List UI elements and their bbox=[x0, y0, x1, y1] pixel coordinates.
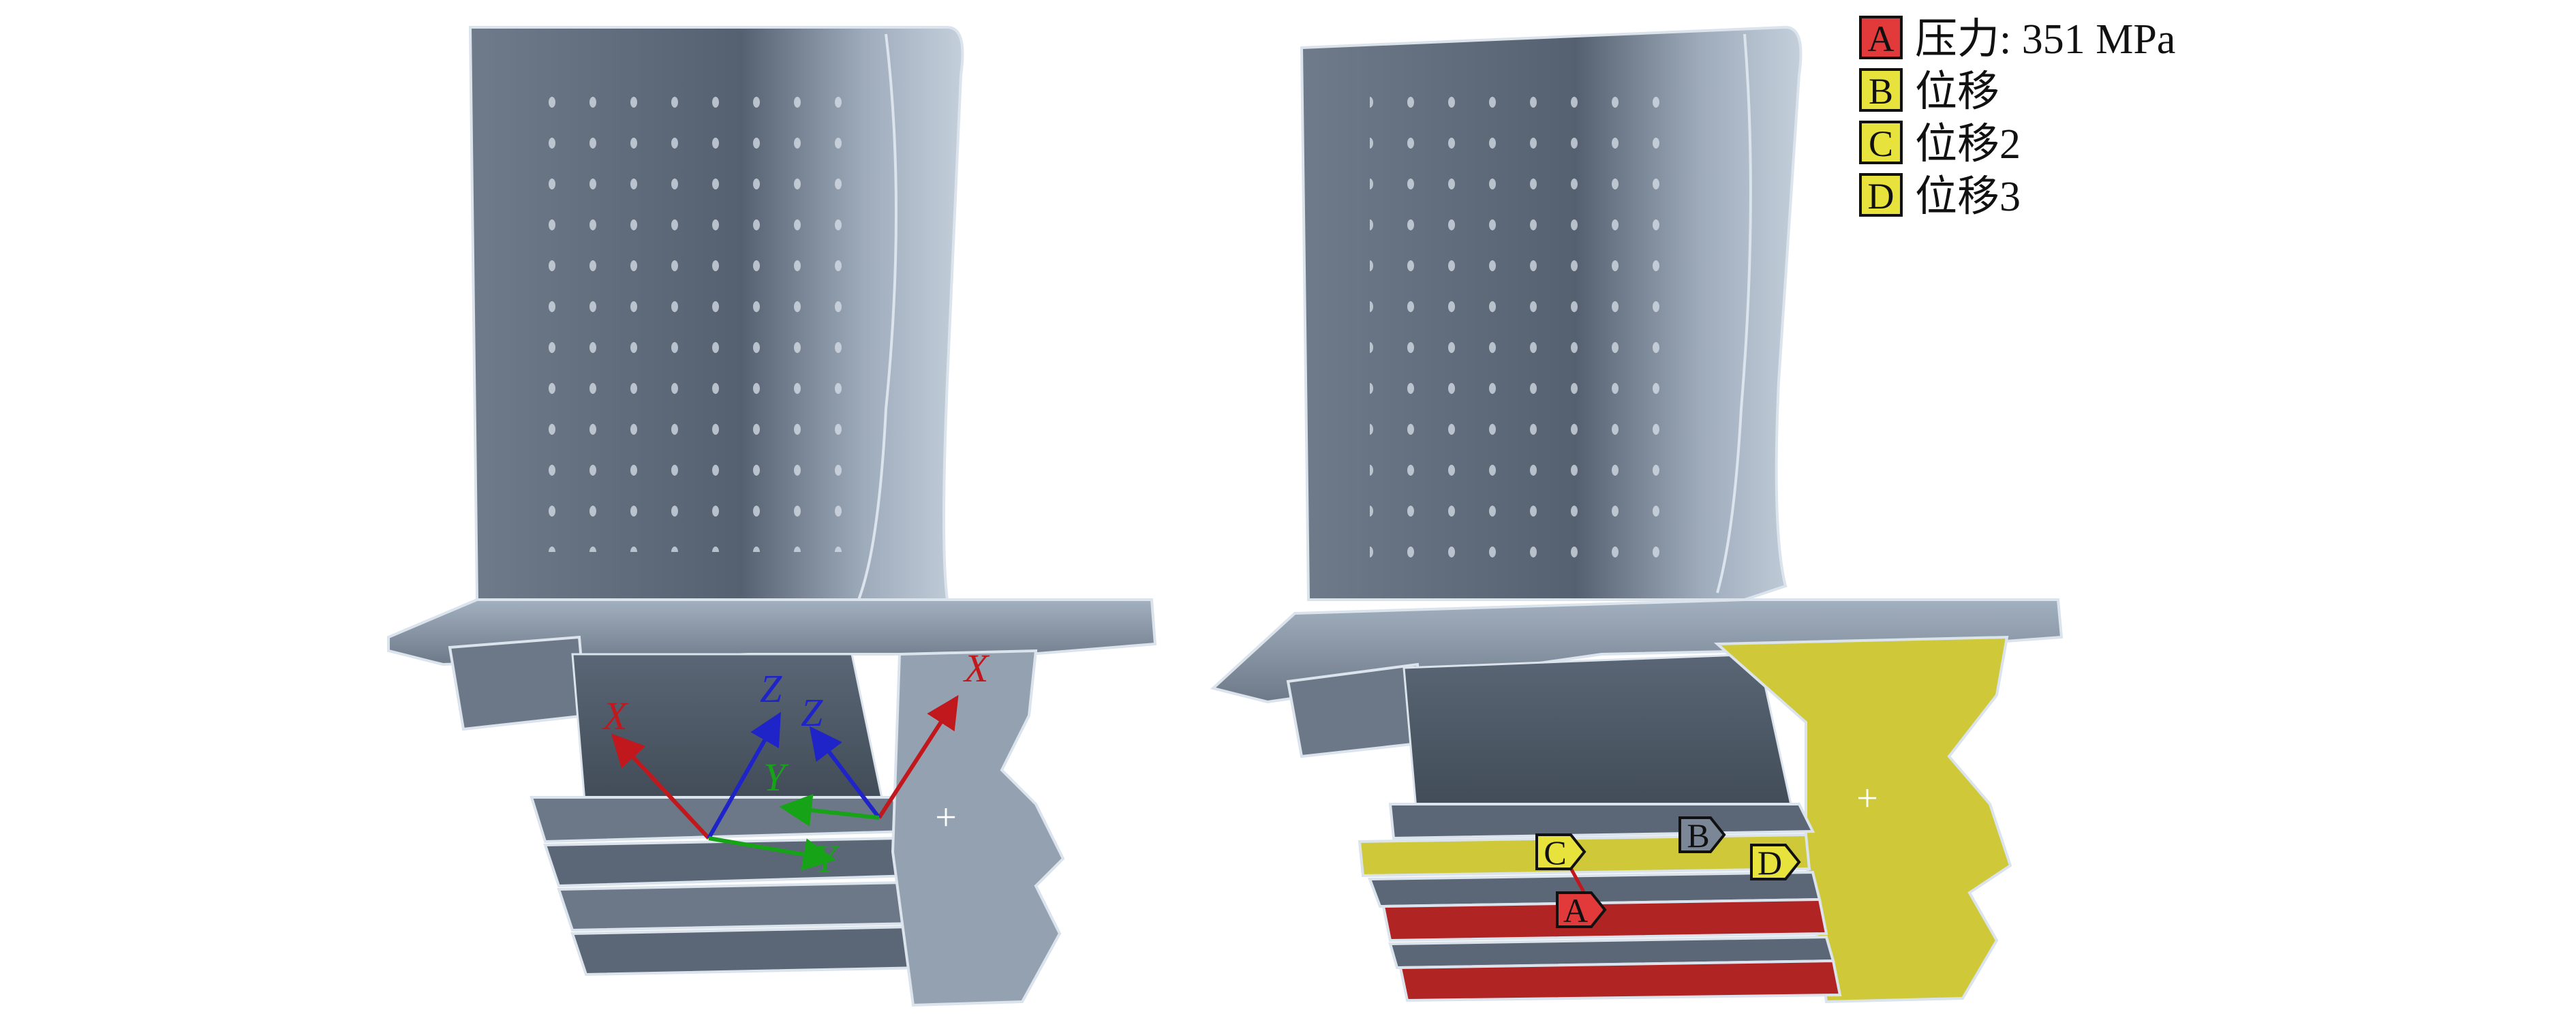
right-blade: + C B D A bbox=[1210, 25, 2064, 1004]
legend-text-c: 位移2 bbox=[1915, 121, 2021, 168]
right-displacement-band bbox=[1358, 833, 1811, 878]
legend-text-b: 位移 bbox=[1915, 69, 1999, 115]
legend-swatch-b bbox=[1859, 68, 1903, 112]
right-upper-groove bbox=[1388, 803, 1815, 840]
local-y-label: Y bbox=[763, 755, 789, 799]
legend-letter-a: A bbox=[1868, 18, 1895, 59]
local-x-label: X bbox=[963, 646, 990, 690]
tag-b-letter: B bbox=[1687, 816, 1709, 855]
legend-letter-b: B bbox=[1869, 71, 1893, 112]
left-origin-marker: + bbox=[935, 797, 957, 839]
legend-swatch-d bbox=[1859, 173, 1903, 217]
legend: A 压力: 351 MPa B 位移 C 位移2 D 位移3 bbox=[1859, 16, 2175, 220]
global-y-label: Y bbox=[814, 837, 840, 881]
legend-item-c: C 位移2 bbox=[1859, 121, 2021, 168]
local-z-axis bbox=[809, 726, 881, 819]
legend-swatch-a bbox=[1859, 16, 1903, 59]
global-x-label: X bbox=[602, 694, 629, 738]
tag-d-letter: D bbox=[1758, 844, 1782, 882]
right-origin-marker: + bbox=[1856, 778, 1878, 820]
global-y-axis bbox=[708, 836, 836, 871]
left-blade: + X Z Y X Z Y bbox=[387, 26, 1157, 1007]
left-cooling-holes bbox=[532, 75, 845, 552]
legend-text-d: 位移3 bbox=[1915, 174, 2021, 220]
legend-swatch-c bbox=[1859, 121, 1903, 164]
left-coordinate-systems: X Z Y X Z Y bbox=[602, 646, 990, 881]
tag-a: A bbox=[1556, 891, 1607, 930]
left-shroud bbox=[448, 635, 588, 731]
global-x-axis bbox=[611, 733, 711, 840]
local-y-axis bbox=[779, 794, 880, 827]
right-airfoil-leading-edge bbox=[1716, 33, 1752, 594]
tag-c: C bbox=[1535, 833, 1586, 872]
left-airfoil-leading-edge bbox=[857, 33, 898, 600]
right-pressure-band-1 bbox=[1381, 897, 1828, 942]
right-cooling-holes bbox=[1370, 82, 1690, 572]
right-pressure-band-2 bbox=[1398, 959, 1842, 1002]
tag-b: B bbox=[1678, 816, 1726, 855]
left-firtree-grooves bbox=[530, 796, 925, 977]
left-cut-face bbox=[891, 649, 1065, 1007]
local-x-axis bbox=[877, 694, 959, 819]
global-z-label: Z bbox=[760, 666, 782, 711]
legend-text-a: 压力: 351 MPa bbox=[1915, 16, 2175, 63]
legend-letter-c: C bbox=[1869, 123, 1893, 164]
legend-letter-d: D bbox=[1868, 176, 1895, 217]
legend-item-d: D 位移3 bbox=[1859, 173, 2021, 220]
legend-item-a: A 压力: 351 MPa bbox=[1859, 16, 2175, 63]
tag-a-letter: A bbox=[1563, 891, 1588, 930]
global-z-axis bbox=[707, 711, 781, 840]
tag-c-letter: C bbox=[1544, 833, 1566, 872]
local-z-label: Z bbox=[801, 690, 823, 735]
right-root-cavity bbox=[1402, 653, 1794, 826]
legend-item-b: B 位移 bbox=[1859, 68, 1999, 115]
tag-d: D bbox=[1750, 844, 1801, 882]
